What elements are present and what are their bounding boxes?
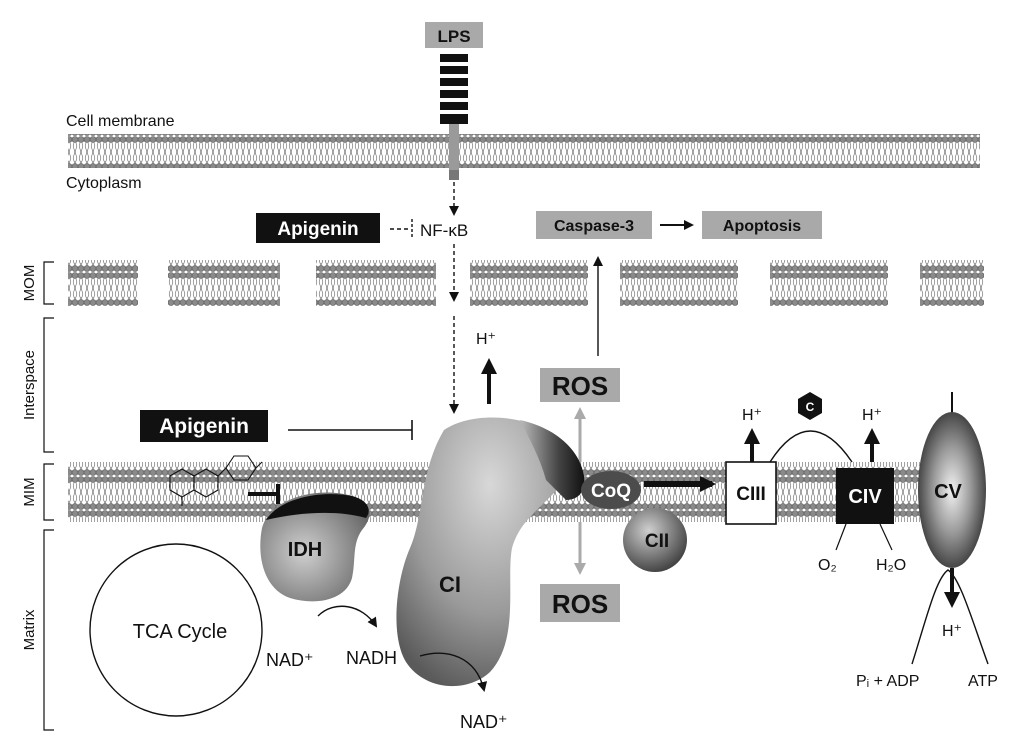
h2o-line [879,523,893,551]
label-coq: CoQ [591,481,631,502]
label-caspase3: Caspase-3 [554,218,634,235]
label-cii: CII [645,531,669,552]
label-interspace: Interspace [21,350,38,420]
label-h-plus-civ: H⁺ [862,407,882,424]
receptor-stalk [449,124,459,170]
label-nad-plus-2: NAD⁺ [460,712,508,732]
caspase3-box [536,211,652,239]
cyt-c-hexagon [798,392,822,420]
label-idh: IDH [288,539,322,561]
apigenin-molecule [169,455,263,506]
mom-membrane [68,260,984,306]
label-lps: LPS [437,27,470,46]
label-ros-top: ROS [552,371,608,401]
atp-synthesis-curve [911,569,989,665]
ros-top-box [540,368,620,402]
label-mom: MOM [21,265,38,302]
label-ci: CI [439,572,461,597]
label-apigenin-mid: Apigenin [159,415,249,438]
lps-box [425,22,483,48]
label-h2o: H₂O [876,557,906,574]
label-cyt-c: C [806,400,815,414]
label-h-plus-ciii: H⁺ [742,407,762,424]
label-cytoplasm: Cytoplasm [66,175,142,192]
label-atp: ATP [968,673,998,690]
arrow-nad-nadh [317,605,378,628]
complex-ci-cap [520,420,585,500]
label-nfkb: NF-κB [420,221,468,240]
coq-ellipse [581,471,641,509]
arrow-nadh-nad [419,652,488,692]
complex-civ [836,468,894,524]
label-matrix: Matrix [21,609,38,650]
label-apigenin-top: Apigenin [277,219,358,240]
label-cell-membrane: Cell membrane [66,113,175,130]
label-o2: O₂ [818,557,837,574]
cell-membrane-bilayer [68,134,980,168]
label-ros-bottom: ROS [552,589,608,619]
lps-receptor-bars [440,54,468,124]
apigenin-mid-box [140,410,268,442]
ros-bottom-box [540,584,620,622]
label-mim: MIM [21,477,38,506]
label-h-plus-matrix: H⁺ [942,623,962,640]
cyt-c-arc [769,430,853,463]
complex-cv [918,412,986,568]
label-nadh: NADH [346,648,397,668]
label-pi-adp: Pᵢ + ADP [856,673,919,690]
tca-cycle-circle [89,543,263,717]
label-tca: TCA Cycle [133,621,227,643]
complex-idh-cap [266,494,369,520]
o2-line [835,523,847,551]
complex-idh [260,492,370,602]
label-nad-plus-1: NAD⁺ [266,650,314,670]
complex-cii [623,508,687,572]
label-h-plus-ci: H⁺ [476,331,496,348]
complex-ci-body [396,417,567,687]
complex-ciii [725,461,777,525]
label-apoptosis: Apoptosis [723,218,801,235]
label-ciii: CIII [736,484,766,505]
label-cv: CV [934,481,962,503]
apigenin-top-box [256,213,380,243]
receptor-tail [449,170,459,180]
label-civ: CIV [848,486,882,508]
apoptosis-box [702,211,822,239]
region-brackets [43,261,54,731]
